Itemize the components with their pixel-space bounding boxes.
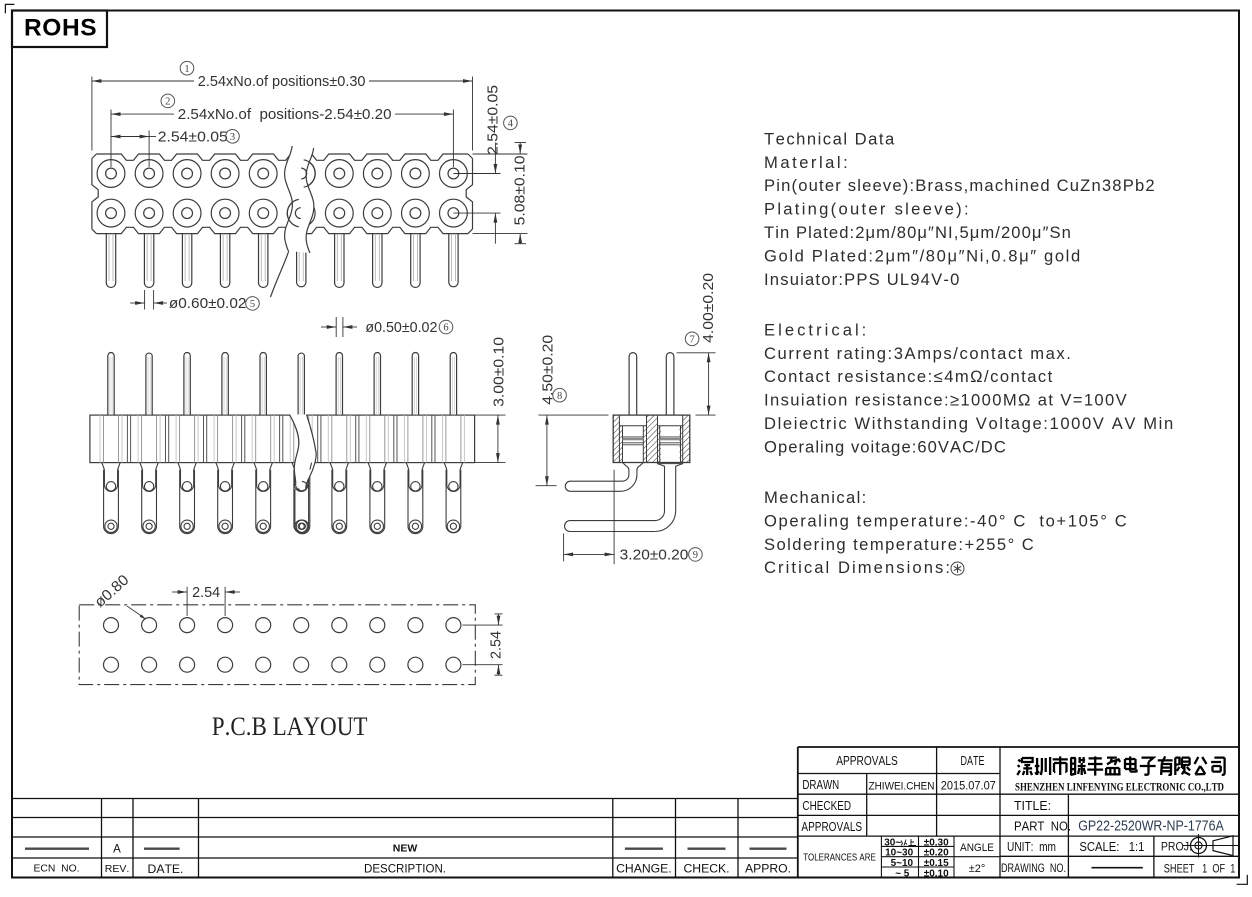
svg-text:5.08±0.10: 5.08±0.10: [512, 155, 529, 225]
svg-text:3: 3: [230, 132, 235, 143]
svg-text:ZHIWEI.CHEN: ZHIWEI.CHEN: [869, 781, 935, 793]
svg-text:ANGLE: ANGLE: [960, 842, 994, 854]
svg-text:2.54xNo.of positions±0.30: 2.54xNo.of positions±0.30: [198, 73, 366, 90]
svg-text:1: 1: [184, 64, 189, 75]
svg-text:3.20±0.20: 3.20±0.20: [620, 546, 689, 563]
svg-text:4.00±0.20: 4.00±0.20: [700, 273, 717, 343]
svg-text:Tin Plated:2μm/80μ″NI,5μm/200μ: Tin Plated:2μm/80μ″NI,5μm/200μ″Sn: [764, 223, 1071, 242]
svg-text:Materlal:: Materlal:: [764, 153, 848, 172]
svg-text:9: 9: [693, 550, 698, 561]
svg-text:PART NO.: PART NO.: [1014, 820, 1071, 834]
svg-text:DESCRIPTION.: DESCRIPTION.: [364, 864, 446, 876]
svg-text:DRAWN: DRAWN: [802, 778, 839, 792]
svg-text:Dleiectric Withstanding Voltag: Dleiectric Withstanding Voltage:1000V AV…: [764, 414, 1173, 433]
svg-text:30~: 30~: [884, 837, 901, 848]
svg-text:DATE.: DATE.: [148, 862, 184, 876]
svg-text:±0.10: ±0.10: [924, 868, 949, 879]
svg-text:SCALE: 1:1: SCALE: 1:1: [1079, 840, 1144, 854]
svg-text:CHECKED: CHECKED: [802, 799, 851, 813]
svg-text:APPROVALS: APPROVALS: [801, 820, 862, 834]
svg-text:2.54: 2.54: [488, 631, 505, 659]
svg-text:DATE: DATE: [961, 754, 985, 768]
svg-text:2: 2: [165, 97, 170, 108]
svg-text:±0.15: ±0.15: [924, 858, 949, 869]
svg-text:±2°: ±2°: [969, 863, 986, 875]
svg-text:TITLE:: TITLE:: [1014, 799, 1051, 813]
svg-text:3.00±0.10: 3.00±0.10: [491, 337, 508, 407]
svg-text:Electrical:: Electrical:: [764, 321, 866, 340]
svg-text:TOLERANCES ARE: TOLERANCES ARE: [803, 853, 876, 864]
svg-text:ø0.60±0.02: ø0.60±0.02: [169, 295, 247, 312]
svg-text:GP22-2520WR-NP-1776A: GP22-2520WR-NP-1776A: [1078, 818, 1224, 835]
svg-text:APPRO.: APPRO.: [745, 862, 791, 876]
svg-text:5~10: 5~10: [891, 858, 914, 869]
svg-text:4.50±0.20: 4.50±0.20: [540, 335, 557, 405]
svg-text:ROHS: ROHS: [24, 15, 97, 42]
svg-text:Operaling temperature:-40° C: Operaling temperature:-40° C to+105° C: [764, 511, 1127, 530]
svg-text:10~30: 10~30: [885, 848, 914, 859]
svg-text:ECN NO.: ECN NO.: [34, 863, 80, 875]
svg-text:Soldering temperature:+255° C: Soldering temperature:+255° C: [764, 535, 1034, 554]
svg-text:CHANGE.: CHANGE.: [616, 862, 672, 876]
svg-text:CHECK.: CHECK.: [683, 862, 729, 876]
svg-text:APPROVALS: APPROVALS: [836, 754, 898, 768]
svg-text:A: A: [113, 843, 121, 855]
svg-text:NEW: NEW: [393, 843, 418, 855]
svg-text:REV.: REV.: [105, 863, 130, 875]
svg-text:4: 4: [508, 119, 514, 130]
svg-text:±0.20: ±0.20: [924, 848, 949, 859]
svg-text:ø0.50±0.02: ø0.50±0.02: [365, 319, 437, 336]
svg-text:Insuiator:PPS UL94V-0: Insuiator:PPS UL94V-0: [764, 270, 959, 289]
svg-text:2.54: 2.54: [192, 584, 220, 601]
svg-text:UNIT: mm: UNIT: mm: [1007, 840, 1056, 854]
svg-text:2.54±0.05: 2.54±0.05: [485, 85, 502, 155]
svg-text:2015.07.07: 2015.07.07: [941, 781, 996, 793]
svg-text:5: 5: [250, 299, 255, 310]
svg-text:Mechanical:: Mechanical:: [764, 488, 866, 507]
svg-text:Current rating:3Amps/contact m: Current rating:3Amps/contact max.: [764, 344, 1071, 363]
svg-text:~ 5: ~ 5: [895, 868, 910, 879]
svg-text:Pin(outer sleeve):Brass,machin: Pin(outer sleeve):Brass,machined CuZn38P…: [764, 176, 1155, 195]
svg-text:SHENZHEN LINFENYING ELECTRONIC: SHENZHEN LINFENYING ELECTRONIC CO.,LTD: [1015, 782, 1224, 794]
svg-text:8: 8: [557, 391, 562, 402]
svg-text:PROJ:: PROJ:: [1161, 840, 1192, 854]
svg-text:Critical Dimensions:: Critical Dimensions:: [764, 558, 950, 577]
svg-text:P.C.B LAYOUT: P.C.B LAYOUT: [212, 712, 368, 741]
svg-text:DRAWING NO.: DRAWING NO.: [1001, 861, 1066, 875]
svg-text:2.54xNo.of positions-2.54±0.2: 2.54xNo.of positions-2.54±0.20: [178, 106, 392, 123]
svg-text:7: 7: [689, 334, 694, 345]
svg-text:2.54±0.05: 2.54±0.05: [158, 129, 228, 146]
svg-text:Operaling voitage:60VAC/DC: Operaling voitage:60VAC/DC: [764, 437, 1006, 456]
svg-text:Gold Plated:2μm″/80μ″Ni,0.8μ″: Gold Plated:2μm″/80μ″Ni,0.8μ″ gold: [764, 246, 1080, 265]
svg-text:6: 6: [443, 323, 448, 334]
svg-text:SHEET 1 OF 1: SHEET 1 OF 1: [1164, 864, 1236, 876]
svg-text:Technical Data: Technical Data: [764, 129, 895, 148]
svg-text:±0.30: ±0.30: [924, 837, 949, 848]
svg-text:Insuiation resistance:≥1000MΩ: Insuiation resistance:≥1000MΩ at V=100V: [764, 391, 1127, 410]
